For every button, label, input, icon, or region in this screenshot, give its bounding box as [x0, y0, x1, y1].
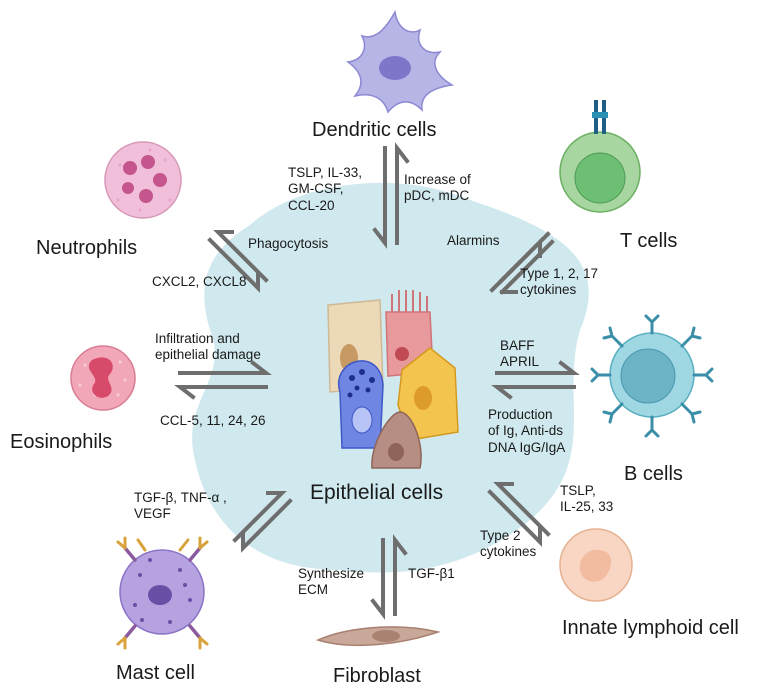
label-t-cells: T cells — [620, 230, 678, 252]
fibroblast-icon — [315, 626, 441, 647]
signal-dc-to-epithelium: TSLP, IL-33,GM-CSF,CCL-20 — [288, 165, 363, 213]
signal-ccl: CCL-5, 11, 24, 26 — [160, 413, 266, 428]
label-innate-lymphoid-cell: Innate lymphoid cell — [562, 617, 739, 639]
signal-cxcl: CXCL2, CXCL8 — [152, 274, 247, 289]
arrow-ilc-exchange — [487, 482, 551, 547]
label-neutrophils: Neutrophils — [36, 237, 138, 259]
arrow-tcell-exchange — [489, 231, 555, 295]
eosinophil-icon — [70, 345, 136, 411]
arrow-dendritic-exchange — [372, 142, 410, 249]
t-cell-icon — [559, 100, 641, 213]
arrow-neutrophil-exchange — [207, 230, 269, 293]
label-b-cells: B cells — [624, 463, 683, 485]
arrow-fibroblast-exchange — [370, 534, 408, 620]
label-epithelial-cells: Epithelial cells — [310, 481, 444, 504]
epithelial-cells-icon — [327, 290, 459, 469]
mast-cell-icon — [116, 536, 209, 650]
label-eosinophils: Eosinophils — [10, 431, 113, 453]
exchange-arrows — [174, 142, 580, 620]
b-cell-icon — [590, 314, 714, 438]
arrow-eosinophil-exchange — [174, 360, 272, 400]
signal-tgf-beta1: TGF-β1 — [408, 566, 455, 581]
dendritic-cell-icon — [346, 9, 455, 114]
arrow-mast-exchange — [232, 491, 293, 553]
signal-phagocytosis: Phagocytosis — [248, 236, 329, 251]
signal-ilc-tslp: TSLP,IL-25, 33 — [560, 483, 614, 515]
label-fibroblast: Fibroblast — [333, 665, 421, 687]
innate-lymphoid-cell-icon — [559, 528, 633, 602]
label-dendritic-cells: Dendritic cells — [312, 119, 437, 141]
neutrophil-icon — [104, 141, 182, 219]
signal-alarmins: Alarmins — [447, 233, 500, 248]
label-mast-cell: Mast cell — [116, 662, 195, 684]
arrow-bcell-exchange — [491, 360, 580, 400]
epithelial-background-blob — [192, 182, 589, 573]
signal-mast-factors: TGF-β, TNF-α ,VEGF — [134, 490, 227, 522]
